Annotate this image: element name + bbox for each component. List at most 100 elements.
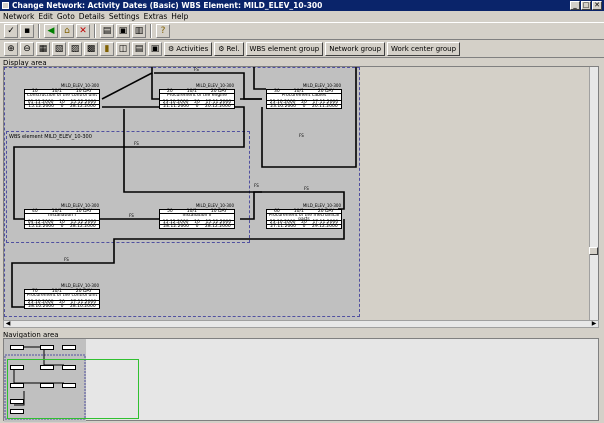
print-icon[interactable]: ▤ <box>100 24 114 38</box>
fs-label: FS <box>254 183 259 188</box>
activity-late-finish: 20.12.2000 <box>204 104 231 109</box>
nav-node <box>62 365 76 370</box>
nav-node <box>40 365 54 370</box>
find-next-icon[interactable]: ▥ <box>132 24 146 38</box>
close-button[interactable]: ✕ <box>592 1 602 10</box>
activity-late-finish: 28.12.2000 <box>69 224 96 229</box>
menu-details[interactable]: Details <box>78 12 105 21</box>
activity-code: 10/1 <box>186 89 197 94</box>
activity-float: 20 <box>301 100 307 105</box>
navigation-overview <box>4 339 86 422</box>
activity-number: 60 <box>274 209 280 214</box>
scroll-right-icon[interactable]: ▶ <box>591 320 597 327</box>
activity-early-finish: 15.12.2000 <box>70 100 97 105</box>
rel-button[interactable]: ⚙ Rel. <box>214 42 244 56</box>
cancel-icon[interactable]: ✕ <box>76 24 90 38</box>
activity-float: 10 <box>59 220 65 225</box>
menu-network[interactable]: Network <box>3 12 35 21</box>
activity-number: 70 <box>32 289 38 294</box>
scroll-left-icon[interactable]: ◀ <box>5 320 11 327</box>
activity-description: Procurement of the mechanical parts <box>267 214 341 221</box>
activity-float: 20 <box>194 100 200 105</box>
layout-icon[interactable]: ▩ <box>84 42 98 56</box>
activity-late-start: 27.11.2000 <box>270 224 297 229</box>
minimize-button[interactable]: _ <box>570 1 580 10</box>
navigation-area[interactable] <box>3 338 599 422</box>
activity-duration: 20 DAY <box>75 289 92 294</box>
activity-early-finish: 17.11.2000 <box>312 220 339 225</box>
activity-duration: 10 DAY <box>75 209 92 214</box>
activity-number: 10 <box>32 89 38 94</box>
display-icon[interactable]: ▧ <box>52 42 66 56</box>
find-icon[interactable]: ▣ <box>116 24 130 38</box>
horizontal-scrollbar[interactable]: ◀ ▶ <box>3 320 599 328</box>
activity-number: 20 <box>167 89 173 94</box>
zoom-in-icon[interactable]: ⊕ <box>4 42 18 56</box>
options-icon[interactable]: ▨ <box>68 42 82 56</box>
network-graphic-canvas[interactable]: WBS element MILD_ELEV_10-300 FS FS FS <box>4 67 360 323</box>
legend-icon[interactable]: ▣ <box>148 42 162 56</box>
nodes-icon[interactable]: ◫ <box>116 42 130 56</box>
exit-icon[interactable]: ⌂ <box>60 24 74 38</box>
network-group-button[interactable]: Network group <box>325 42 386 56</box>
activity-duration: 10 DAY <box>75 89 92 94</box>
activity-code: 10/1 <box>186 209 197 214</box>
activity-late-finish: 28.12.2000 <box>204 224 231 229</box>
activity-code: 10/1 <box>51 209 62 214</box>
activity-duration: 20 DAY <box>210 89 227 94</box>
activity-description: Installation I <box>25 214 99 221</box>
menu-extras[interactable]: Extras <box>143 12 168 21</box>
activity-wbs: MILD_ELEV_10-300 <box>302 203 341 208</box>
activities-button[interactable]: ⚙ Activities <box>164 42 213 56</box>
activity-free-float: 0 <box>60 304 64 309</box>
settings-icon[interactable]: ▤ <box>132 42 146 56</box>
back-icon[interactable]: ◀ <box>44 24 58 38</box>
activity-free-float: 0 <box>60 104 64 109</box>
activity-free-float: 0 <box>60 224 64 229</box>
activity-early-start: 23.10.2000 <box>269 100 296 105</box>
activity-early-finish: 15.12.2000 <box>205 220 232 225</box>
fs-label: FS <box>129 213 134 218</box>
activity-wbs: MILD_ELEV_10-300 <box>195 83 234 88</box>
activity-free-float: 0 <box>302 104 306 109</box>
fs-label: FS <box>194 67 199 72</box>
activity-early-start: 15.12.2000 <box>162 220 189 225</box>
nav-node <box>10 399 24 404</box>
menu-settings[interactable]: Settings <box>108 12 140 21</box>
vertical-scrollbar[interactable] <box>589 67 598 323</box>
color-icon[interactable]: ▮ <box>100 42 114 56</box>
activity-float: 10 <box>59 100 65 105</box>
menu-goto[interactable]: Goto <box>56 12 75 21</box>
graphic-icon[interactable]: ▦ <box>36 42 50 56</box>
activity-free-float: 0 <box>195 224 199 229</box>
wbs-element-group-button[interactable]: WBS element group <box>245 42 324 56</box>
menu-bar: Network Edit Goto Details Settings Extra… <box>0 11 604 22</box>
activity-wbs: MILD_ELEV_10-300 <box>60 83 99 88</box>
title-bar: Change Network: Activity Dates (Basic) W… <box>0 0 604 11</box>
activity-description: Construction of the control unit <box>25 94 99 101</box>
menu-edit[interactable]: Edit <box>38 12 53 21</box>
menu-help[interactable]: Help <box>171 12 189 21</box>
activities-icon: ⚙ <box>168 45 175 53</box>
display-area[interactable]: WBS element MILD_ELEV_10-300 FS FS FS <box>3 66 599 324</box>
check-icon[interactable]: ✓ <box>4 24 18 38</box>
nav-node <box>10 365 24 370</box>
zoom-out-icon[interactable]: ⊖ <box>20 42 34 56</box>
activities-label: Activities <box>176 45 209 53</box>
vertical-scroll-thumb[interactable] <box>589 247 598 255</box>
toolbar-separator <box>94 24 96 38</box>
activity-early-start: 23.10.2000 <box>162 100 189 105</box>
work-center-group-button[interactable]: Work center group <box>387 42 461 56</box>
rel-label: Rel. <box>226 45 240 53</box>
navigation-viewport-frame[interactable] <box>7 359 139 419</box>
help-icon[interactable]: ? <box>156 24 170 38</box>
maximize-button[interactable]: □ <box>581 1 591 10</box>
save-icon[interactable]: ▪ <box>20 24 34 38</box>
